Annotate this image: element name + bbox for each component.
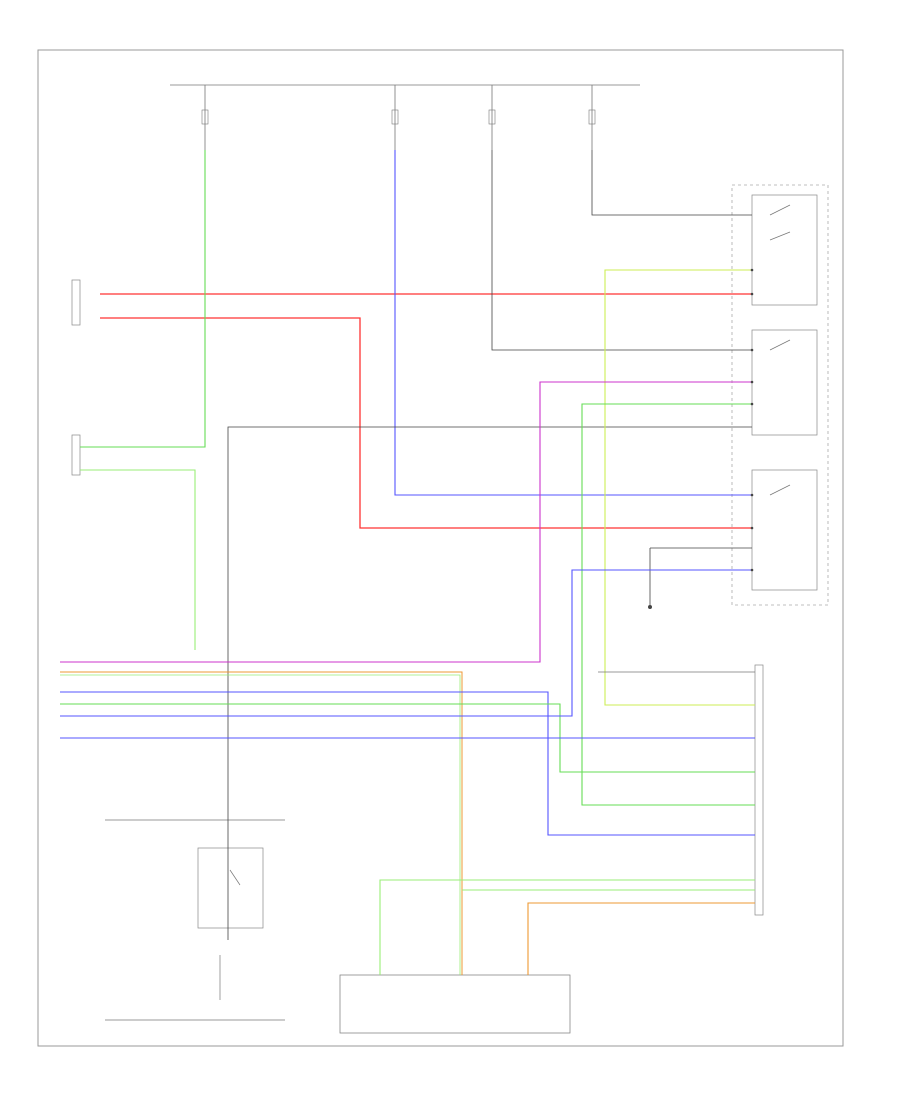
wire-gray-long — [227, 426, 752, 940]
wire-green-module — [60, 674, 461, 975]
left-connector-upper — [71, 279, 81, 326]
fuse-4 — [588, 85, 596, 150]
wire-green-fuse1 — [80, 150, 206, 448]
wire-orange-left — [60, 671, 463, 975]
fuse-2 — [391, 85, 399, 150]
right-connector-strip — [754, 664, 764, 916]
wire-lightgreen-module — [379, 879, 755, 975]
ground-symbol — [648, 548, 652, 609]
fuse-1 — [201, 85, 209, 150]
wire-blue-fuse2 — [394, 150, 752, 496]
relay-3 — [751, 469, 818, 591]
control-module — [339, 974, 571, 1034]
wire-gray-fuse4 — [591, 150, 752, 216]
fuse-3 — [488, 85, 496, 150]
wire-blue-harness-1 — [60, 691, 755, 836]
left-connector-lower — [71, 434, 81, 476]
wire-orange-module — [527, 902, 755, 975]
pressure-switch — [197, 847, 264, 929]
wire-lightgreen-left — [80, 469, 196, 650]
relay-2 — [751, 329, 818, 436]
wire-yellowgreen — [604, 269, 755, 706]
wire-magenta — [60, 381, 752, 663]
wire-green-relay2 — [581, 403, 755, 806]
wire-red-lower — [100, 317, 752, 529]
wire-gray-fuse3 — [491, 150, 752, 351]
relay-1 — [751, 194, 818, 306]
diagram-border — [37, 49, 844, 1047]
relay-box-outline — [731, 184, 829, 606]
relay-pins — [750, 268, 754, 572]
wire-blue-harness-2 — [60, 569, 752, 717]
